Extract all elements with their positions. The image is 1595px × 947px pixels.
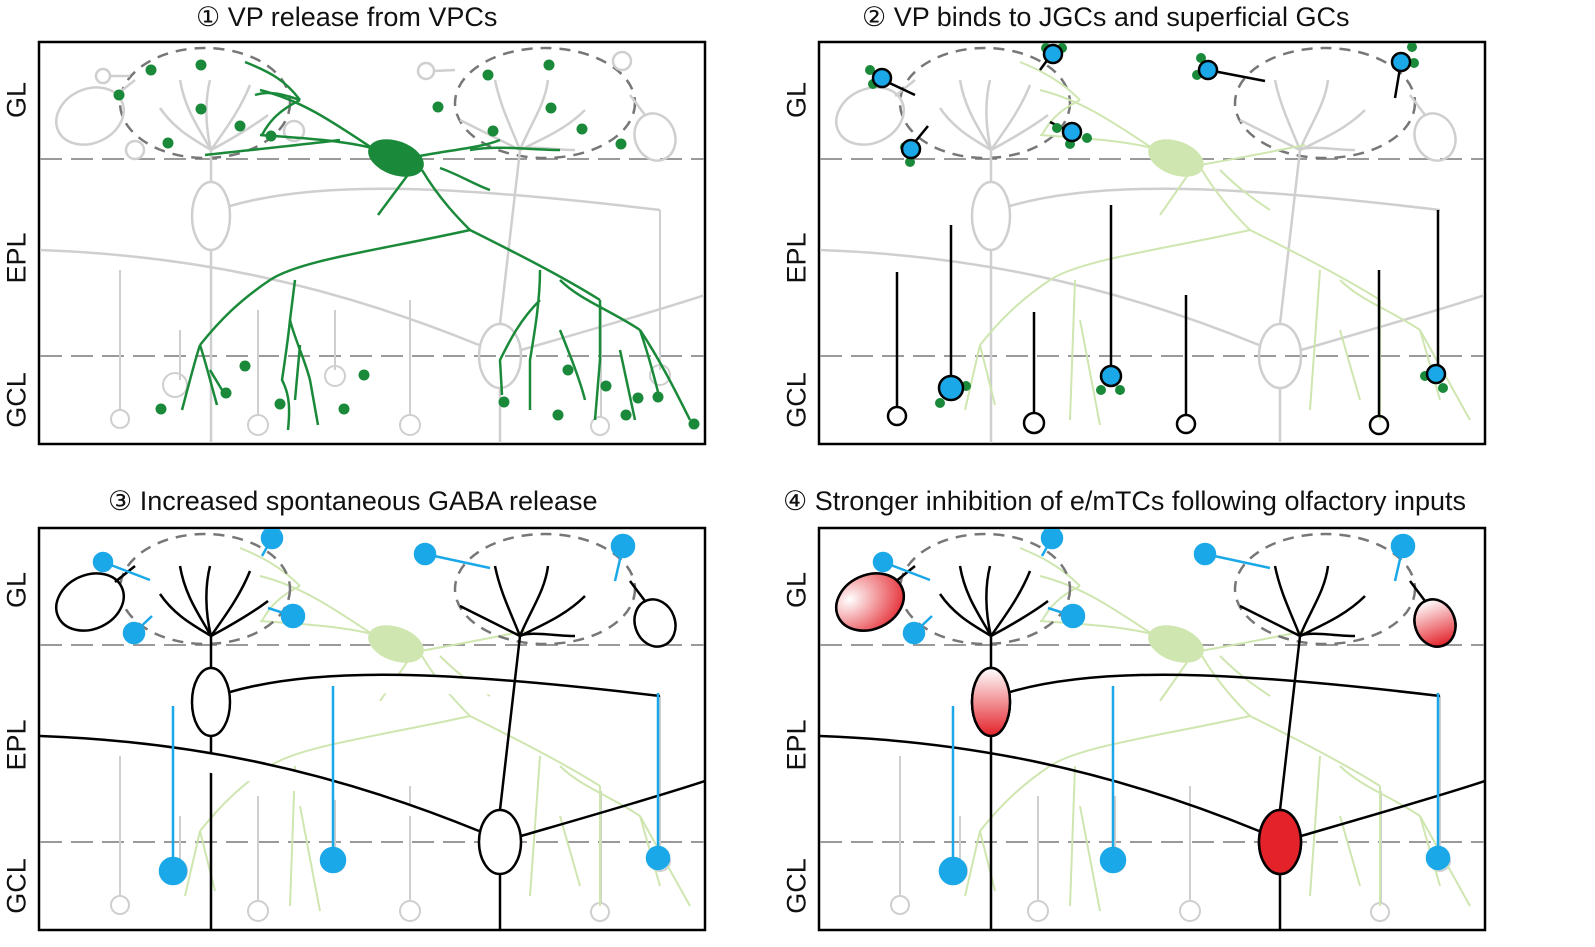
- panel-2-jgc-somata: [871, 43, 1412, 160]
- panel-4-inhibited-somata: [835, 572, 1457, 876]
- mc-soma: [1257, 808, 1303, 876]
- panel-4-title: ④ Stronger inhibition of e/mTCs followin…: [783, 486, 1466, 517]
- panel-2-frame: [817, 40, 1487, 446]
- vpc-soma: [368, 139, 424, 177]
- panel-3-frame: [37, 526, 707, 932]
- panel-2-granule-cells: [886, 205, 1440, 436]
- panel-3-title: ③ Increased spontaneous GABA release: [108, 486, 598, 517]
- panel-2-number: ②: [862, 2, 887, 32]
- panel-2-title-text: VP binds to JGCs and superficial GCs: [893, 2, 1350, 32]
- panel-3-mitral-tufted-cells: [40, 532, 704, 929]
- panel-4-title-text: Stronger inhibition of e/mTCs following …: [814, 486, 1467, 516]
- panel-1-frame: [37, 40, 707, 446]
- panel-4-diagram: [820, 529, 1484, 929]
- panel-3-title-text: Increased spontaneous GABA release: [139, 486, 598, 516]
- panel-1-title: ① VP release from VPCs: [196, 2, 497, 33]
- panel-4-inhibited-cells: [820, 532, 1484, 929]
- panel-3-number: ③: [108, 486, 133, 516]
- panel-2-diagram: [820, 43, 1484, 443]
- panel-2-title: ② VP binds to JGCs and superficial GCs: [862, 2, 1349, 33]
- tc-soma: [970, 666, 1012, 738]
- panel-3-gaba-jgcs: [92, 529, 636, 645]
- panel-1-title-text: VP release from VPCs: [227, 2, 498, 32]
- panel-4-frame: [817, 526, 1487, 932]
- panel-4-number: ④: [783, 486, 808, 516]
- panel-1-background-cells: [40, 46, 704, 443]
- panel-1-vp-dots: [113, 59, 700, 430]
- panel-1-layer-boundaries: [40, 158, 704, 357]
- panel-3-diagram: [40, 529, 704, 929]
- panel-3-gaba-gcs: [158, 686, 671, 886]
- etc-left-soma: [835, 572, 905, 632]
- panel-1-diagram: [40, 46, 704, 443]
- panel-2-gc-somata: [937, 363, 1447, 402]
- etc-right-soma: [1413, 598, 1457, 648]
- panel-1-vpc: [180, 60, 692, 432]
- panel-1-number: ①: [196, 2, 221, 32]
